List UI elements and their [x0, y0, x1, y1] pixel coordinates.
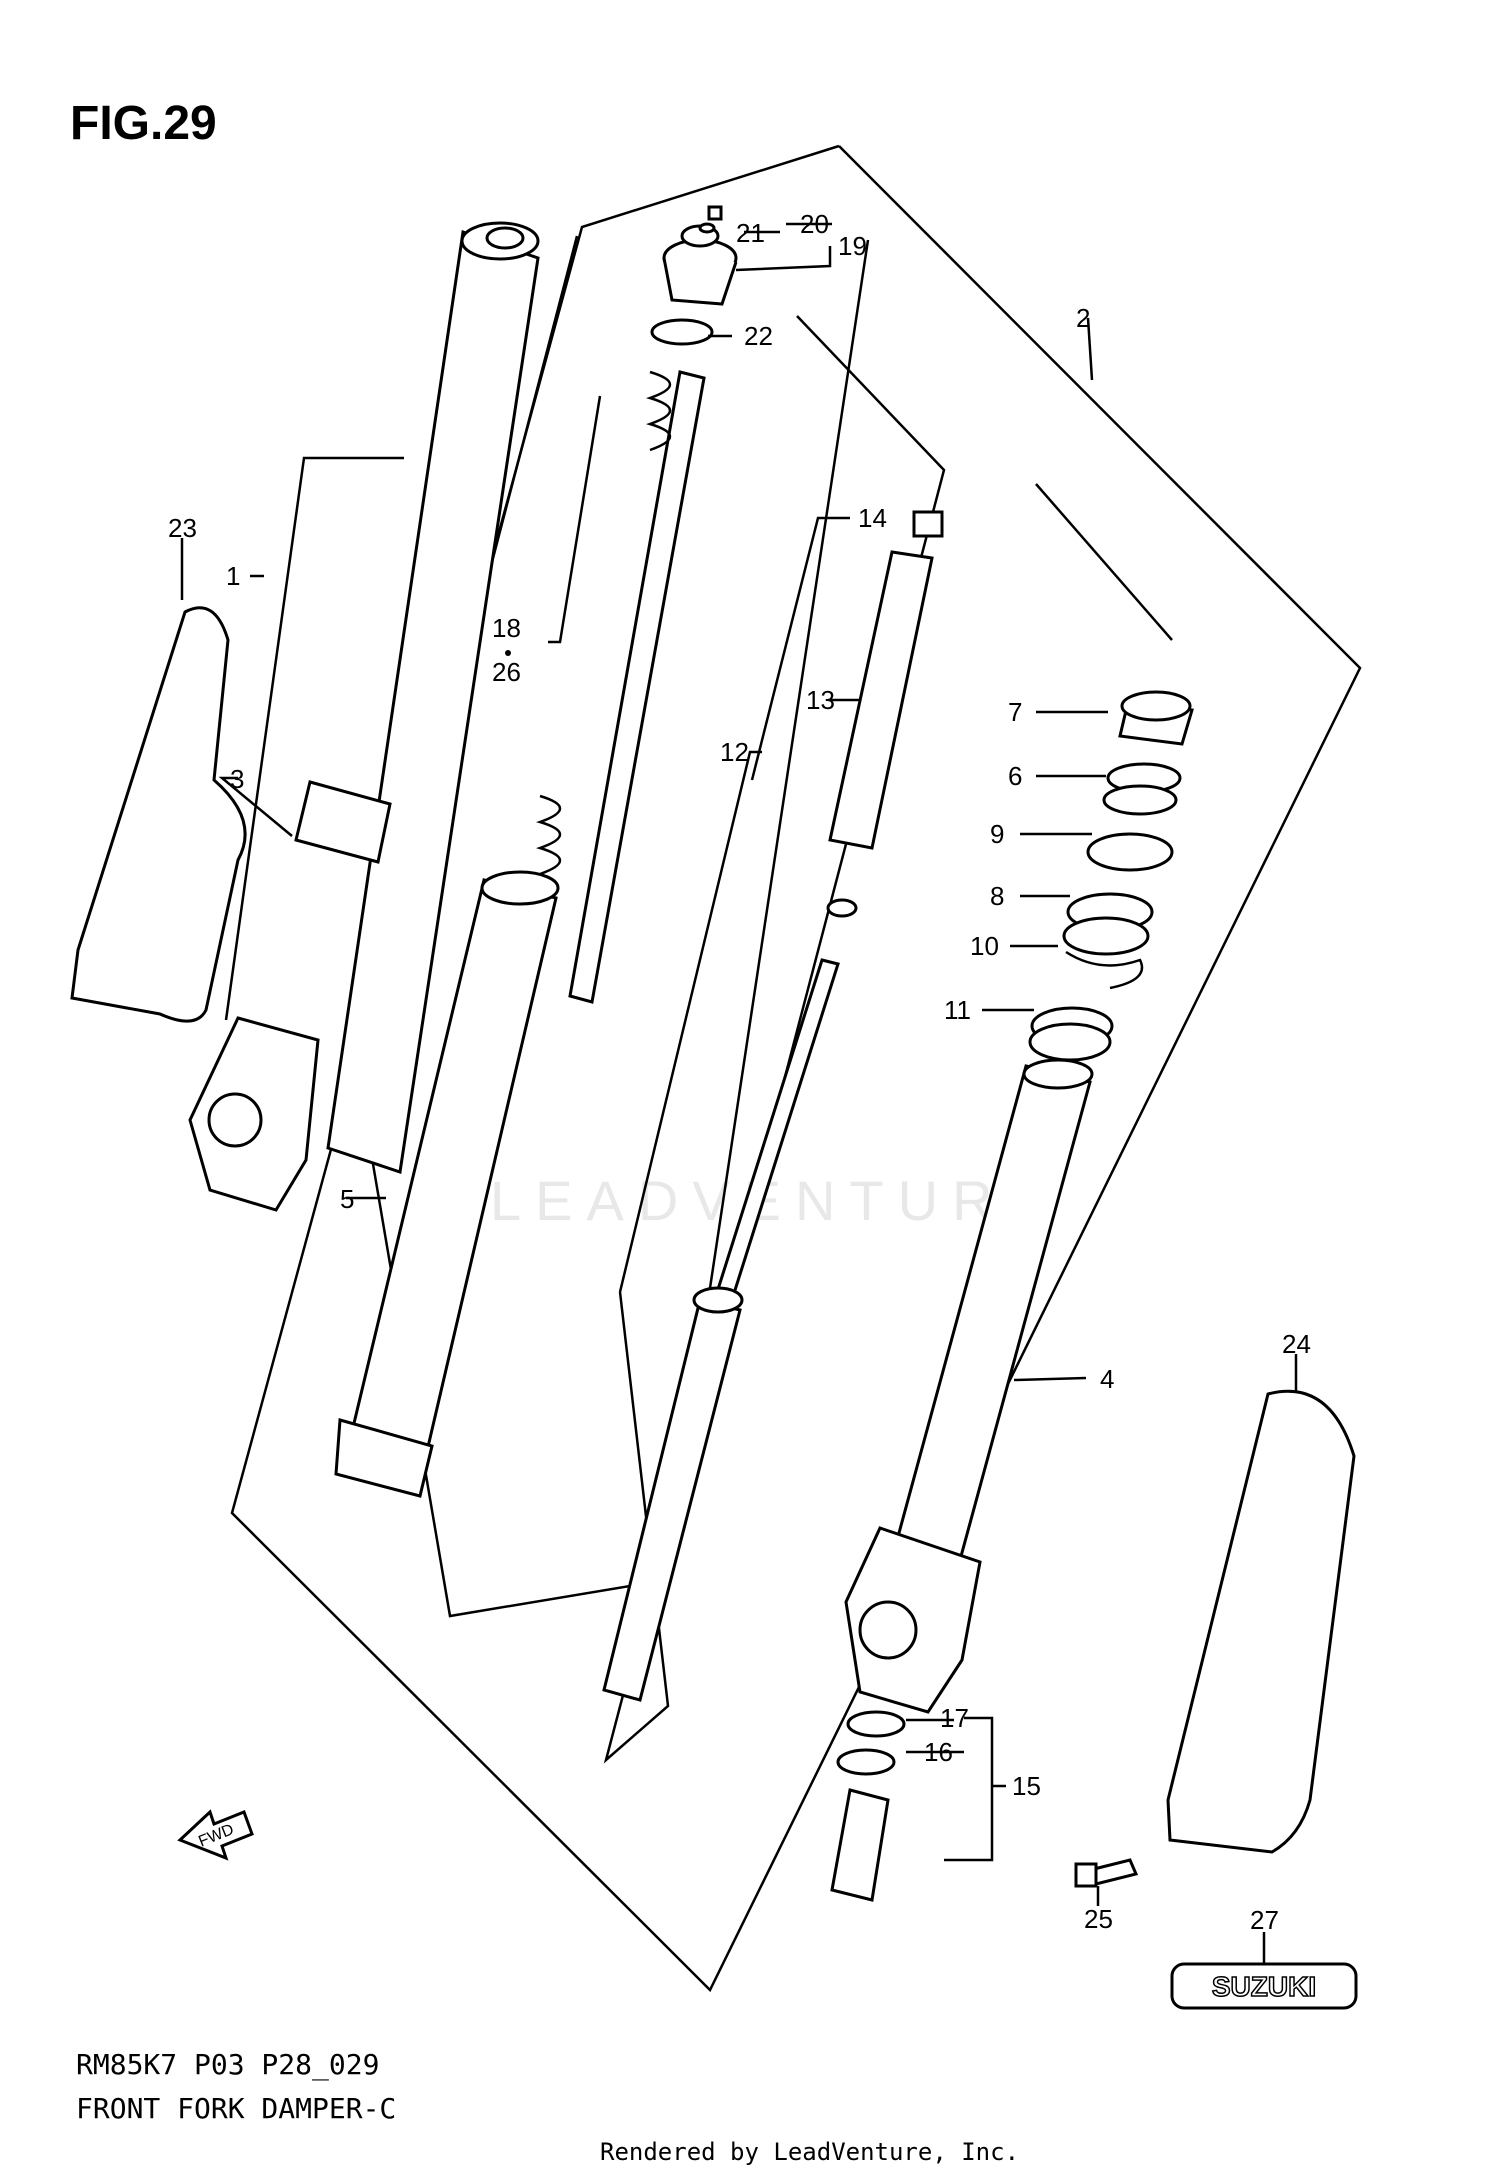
- fork-inner-tube-5: [334, 870, 560, 1498]
- part-label-22: 22: [744, 321, 773, 351]
- part-label-4: 4: [1100, 1364, 1114, 1394]
- part-label-1: 1: [226, 561, 240, 591]
- part-label-19: 19: [838, 231, 867, 261]
- leader-lines: [180, 222, 1298, 1964]
- part-label-17: 17: [940, 1703, 969, 1733]
- figure-name: FRONT FORK DAMPER-C: [76, 2092, 397, 2125]
- assembly-2-bracket: [230, 144, 1362, 1993]
- part-label-9: 9: [990, 819, 1004, 849]
- part-label-13: 13: [806, 685, 835, 715]
- fork-slider-4: [830, 1058, 1094, 1902]
- assembly-4-bracket: [1035, 483, 1173, 641]
- model-code: RM85K7 P03 P28_029: [76, 2048, 380, 2081]
- part-label-8: 8: [990, 881, 1004, 911]
- figure-title: FIG.29: [70, 97, 217, 150]
- part-label-12: 12: [720, 737, 749, 767]
- part-label-11: 11: [944, 995, 971, 1025]
- part-label-20: 20: [800, 209, 829, 239]
- part-label-6: 6: [1008, 761, 1022, 791]
- rendered-by-credit: Rendered by LeadVenture, Inc.: [600, 2138, 1020, 2166]
- part-label-23: 23: [168, 513, 197, 543]
- part-label-7: 7: [1008, 697, 1022, 727]
- seal-stack: [1028, 690, 1194, 1062]
- fork-guard-24: [1166, 1389, 1356, 1854]
- part-label-26: 26: [492, 657, 521, 687]
- damper-rod-18: [535, 370, 706, 1004]
- part-label-3: 3: [230, 764, 244, 794]
- part-label-21: 21: [736, 218, 765, 248]
- part-label-24: 24: [1282, 1329, 1311, 1359]
- part-label-16: 16: [924, 1737, 953, 1767]
- forward-arrow-icon: FWD: [177, 1809, 254, 1861]
- part-label-25: 25: [1084, 1904, 1113, 1934]
- fork-guard-23: [70, 606, 247, 1023]
- part-label-27: 27: [1250, 1905, 1279, 1935]
- suzuki-logo-text: SUZUKI: [1212, 1971, 1316, 2002]
- cap-bolt-19: [650, 205, 738, 346]
- part-label-18: 18: [492, 613, 521, 643]
- part-label-15: 15: [1012, 1771, 1041, 1801]
- part-label-2: 2: [1076, 303, 1090, 333]
- cylinder-13: [602, 510, 944, 1702]
- part-label-10: 10: [970, 931, 999, 961]
- emblem-27: SUZUKI: [1170, 1962, 1358, 2010]
- bolt-25: [1074, 1858, 1139, 1888]
- fork-outer-tube-1: [188, 221, 540, 1212]
- part-labels: 1 2 3 4 5 6 7 8 9 10 11 12 13 14 15 16 1…: [168, 209, 1311, 1935]
- part-label-5: 5: [340, 1184, 354, 1214]
- part-label-14: 14: [858, 503, 887, 533]
